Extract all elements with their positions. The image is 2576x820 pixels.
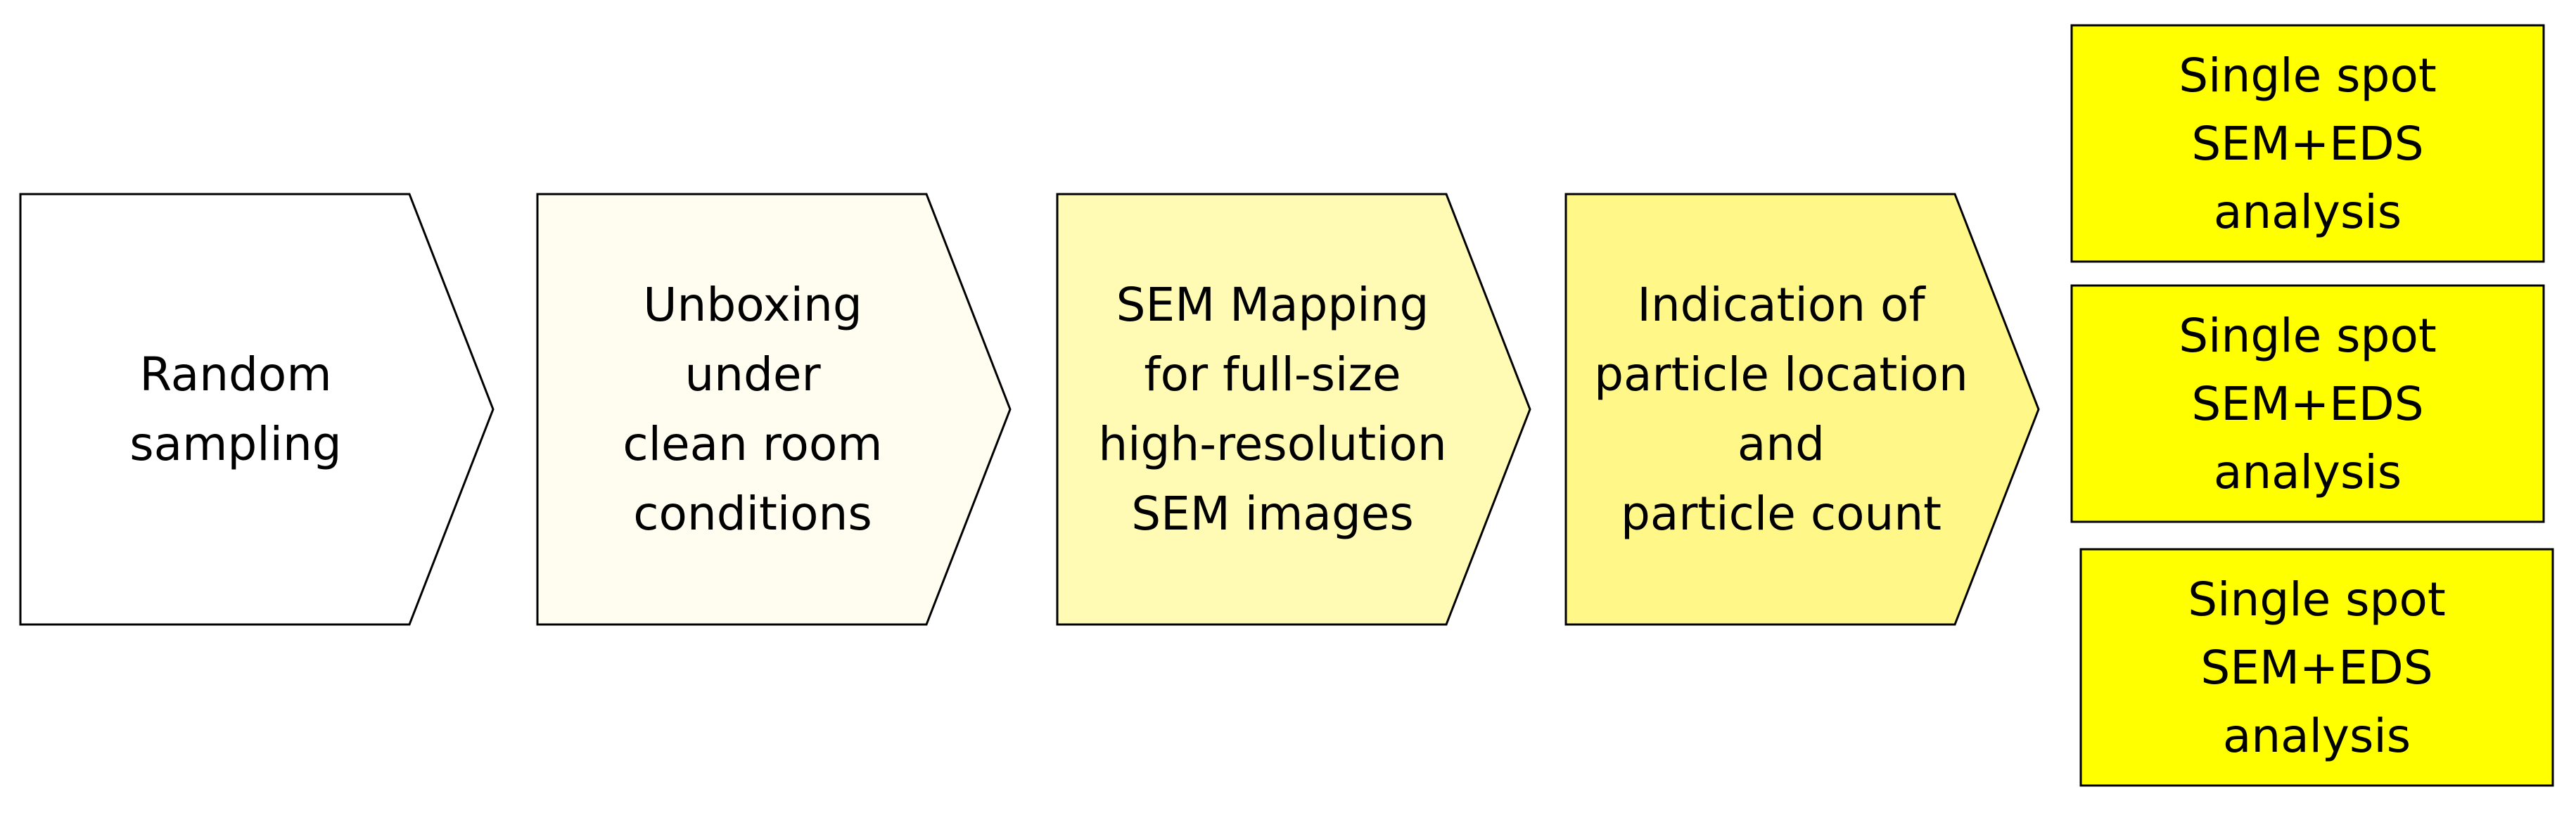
single-spot-analysis-box-1 [2070,24,2545,263]
single-spot-analysis-box-3 [2079,548,2554,787]
single-spot-analysis-box-2 [2070,284,2545,523]
step-particle-indication-shape [1564,193,2040,626]
step-sem-mapping-shape [1056,193,1531,626]
step-unboxing-shape [536,193,1012,626]
step-random-sampling-shape [19,193,495,626]
